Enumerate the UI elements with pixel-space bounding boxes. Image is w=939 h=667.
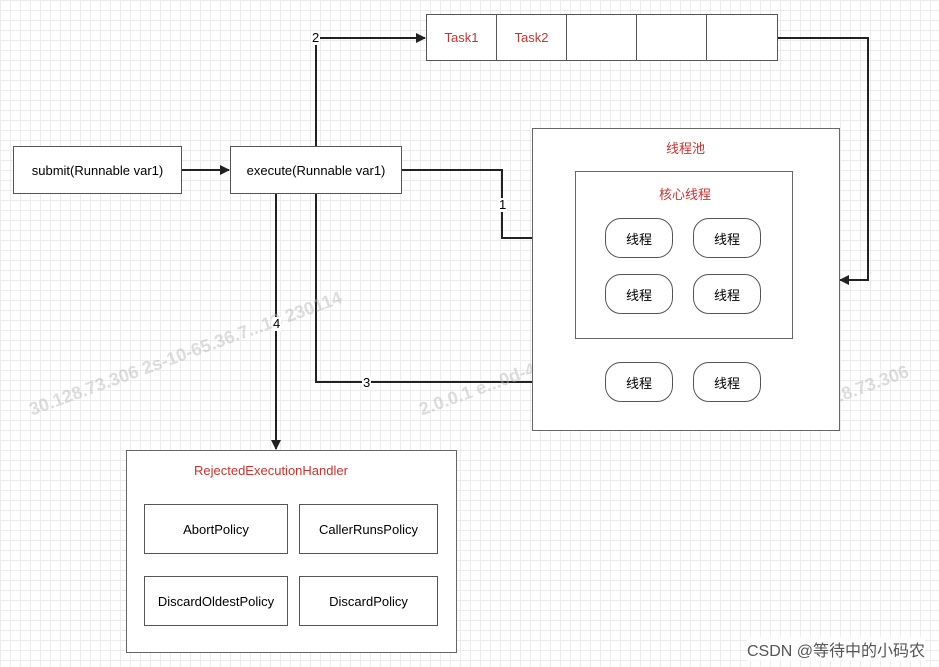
non-core-thread-1[interactable]: 线程 [605,362,673,402]
footer-credit: CSDN @等待中的小码农 [746,637,925,661]
edge-label-4: 4 [272,316,282,331]
caller-runs-policy[interactable]: CallerRunsPolicy [299,504,438,554]
queue-cell-5[interactable] [706,14,778,61]
core-thread-2[interactable]: 线程 [693,218,761,258]
core-thread-1[interactable]: 线程 [605,218,673,258]
edge-label-2: 2 [311,30,321,45]
execute-node[interactable]: execute(Runnable var1) [230,146,402,194]
discard-policy[interactable]: DiscardPolicy [299,576,438,626]
thread-label: 线程 [713,375,740,391]
submit-node[interactable]: submit(Runnable var1) [13,146,182,194]
queue-cell-3[interactable] [566,14,637,61]
thread-label: 线程 [625,375,652,391]
abort-policy[interactable]: AbortPolicy [144,504,288,554]
core-thread-title: 核心线程 [659,187,712,202]
queue-cell-4[interactable] [636,14,707,61]
handler-title: RejectedExecutionHandler [194,463,348,478]
core-thread-3[interactable]: 线程 [605,274,673,314]
submit-node-label: submit(Runnable var1) [31,162,164,178]
edge-label-3: 3 [362,375,372,390]
thread-label: 线程 [625,231,652,247]
discard-oldest-policy[interactable]: DiscardOldestPolicy [144,576,288,626]
queue-cell-2[interactable]: Task2 [496,14,567,61]
queue-cell-1[interactable]: Task1 [426,14,497,61]
edge-3-execute-thread [315,194,605,387]
thread-label: 线程 [713,287,740,303]
edge-queue-pool [778,37,869,285]
non-core-thread-2[interactable]: 线程 [693,362,761,402]
thread-label: 线程 [625,287,652,303]
core-thread-4[interactable]: 线程 [693,274,761,314]
thread-label: 线程 [713,231,740,247]
execute-node-label: execute(Runnable var1) [246,162,386,178]
edge-2-execute-queue [315,33,426,146]
thread-pool-title: 线程池 [666,141,706,156]
edge-label-1: 1 [498,197,508,212]
